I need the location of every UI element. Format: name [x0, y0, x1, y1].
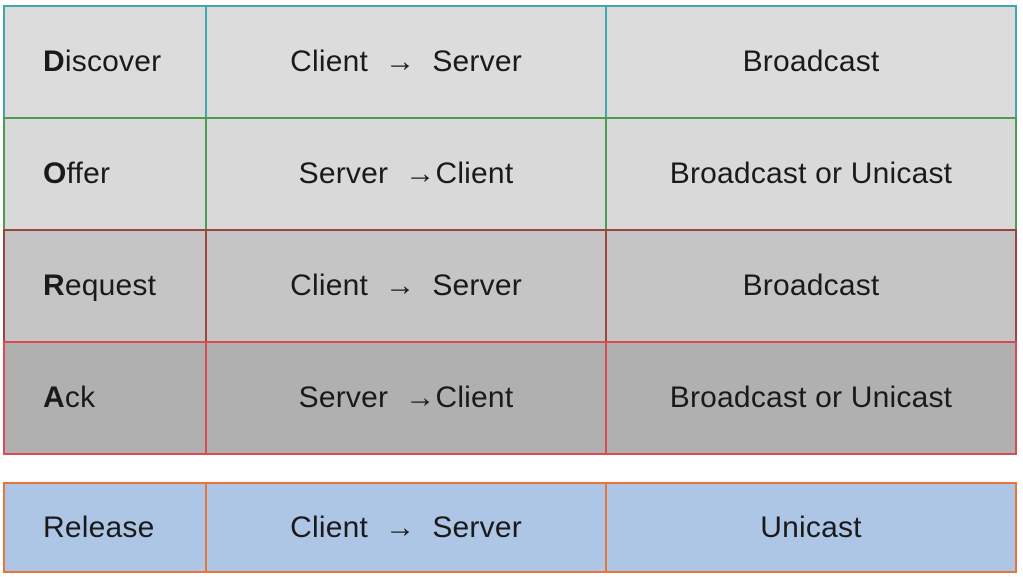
cell-delivery: Broadcast — [605, 231, 1015, 341]
message-rest: equest — [64, 269, 157, 302]
message-initial: O — [43, 157, 67, 190]
table-row-ack: Ack Server →Client Broadcast or Unicast — [3, 341, 1017, 455]
cell-message: Release — [5, 484, 205, 571]
table-row-request: Request Client → Server Broadcast — [3, 229, 1017, 343]
cell-direction: Server →Client — [205, 119, 605, 229]
cell-delivery: Unicast — [605, 484, 1015, 571]
cell-delivery: Broadcast or Unicast — [605, 119, 1015, 229]
cell-delivery: Broadcast — [605, 7, 1015, 117]
message-rest: ck — [64, 381, 96, 414]
cell-message: Discover — [5, 7, 205, 117]
cell-direction: Server →Client — [205, 343, 605, 453]
message-initial: D — [43, 45, 65, 78]
message-initial: R — [43, 269, 65, 302]
cell-message: Ack — [5, 343, 205, 453]
message-rest: ffer — [66, 157, 111, 190]
table-row-discover: Discover Client → Server Broadcast — [3, 5, 1017, 119]
table-row-release: Release Client → Server Unicast — [3, 482, 1017, 573]
message-initial: A — [43, 381, 65, 414]
cell-direction: Client → Server — [205, 484, 605, 571]
cell-direction: Client → Server — [205, 7, 605, 117]
cell-message: Offer — [5, 119, 205, 229]
dhcp-release-table: Release Client → Server Unicast — [3, 482, 1017, 573]
cell-delivery: Broadcast or Unicast — [605, 343, 1015, 453]
message-rest: iscover — [64, 45, 162, 78]
dhcp-dora-table: Discover Client → Server Broadcast Offer… — [3, 5, 1017, 455]
table-row-offer: Offer Server →Client Broadcast or Unicas… — [3, 117, 1017, 231]
message-rest: Release — [43, 510, 155, 544]
cell-direction: Client → Server — [205, 231, 605, 341]
cell-message: Request — [5, 231, 205, 341]
